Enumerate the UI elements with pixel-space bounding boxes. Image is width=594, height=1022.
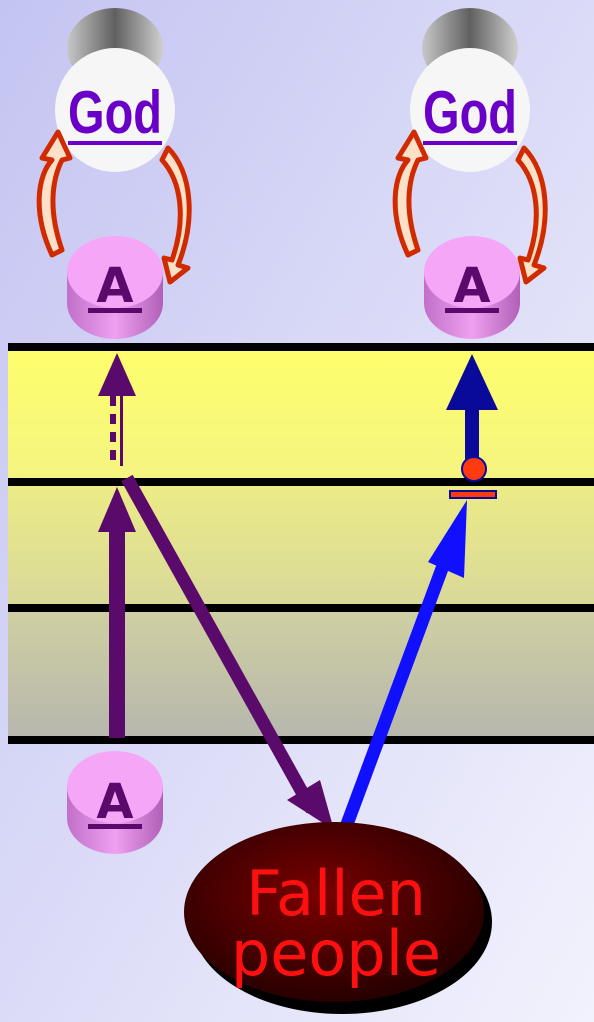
band-middle <box>8 482 594 608</box>
god-label-right: God <box>423 79 517 146</box>
band-upper <box>8 348 594 482</box>
fallen-label-line1: Fallen <box>246 857 426 930</box>
band-lower <box>8 608 594 740</box>
blue-arrow-diagonal <box>336 500 467 838</box>
adam-node-top-right: A <box>424 236 520 339</box>
adam-label-top-left: A <box>96 258 133 314</box>
red-dot <box>461 456 487 482</box>
fallen-people-node: Fallen people <box>184 822 492 1014</box>
purple-arrow-dashed-upper <box>98 353 136 466</box>
cycle-arrows-left <box>36 129 192 285</box>
god-node-right: God <box>410 8 530 172</box>
purple-arrow-lower <box>98 487 136 738</box>
red-dash <box>449 490 497 499</box>
line-second <box>8 478 594 486</box>
navy-arrow-upper <box>446 354 498 464</box>
adam-node-bottom: A <box>67 751 163 854</box>
god-node-left: God <box>55 8 175 172</box>
adam-node-top-left: A <box>67 236 163 339</box>
adam-label-bottom: A <box>96 774 133 830</box>
fallen-label-line2: people <box>231 917 441 990</box>
line-third <box>8 604 594 612</box>
line-top <box>8 343 594 351</box>
purple-arrow-diagonal <box>121 474 334 830</box>
line-bottom <box>8 736 594 744</box>
god-label-left: God <box>68 79 162 146</box>
cycle-arrows-right <box>392 129 548 285</box>
adam-label-top-right: A <box>453 258 490 314</box>
